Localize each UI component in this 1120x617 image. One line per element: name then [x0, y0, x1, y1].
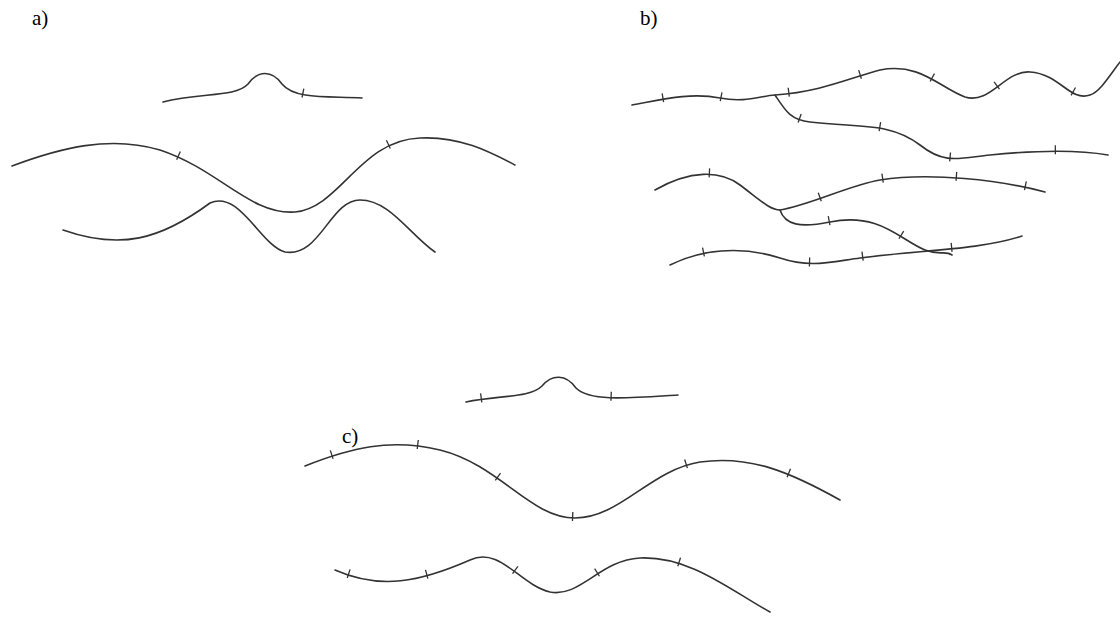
tick-mark [899, 231, 904, 239]
wavy-line [775, 95, 1108, 159]
tick-mark [788, 88, 789, 97]
tick-mark [818, 193, 821, 201]
tick-mark [426, 570, 428, 579]
tick-mark [1055, 145, 1056, 154]
tick-mark [386, 140, 390, 148]
panel-label: c) [342, 424, 358, 449]
wavy-line [305, 445, 840, 518]
wavy-line [632, 62, 1120, 105]
wavy-line [12, 138, 515, 212]
panel-label: a) [32, 6, 48, 31]
wavy-line [335, 557, 770, 612]
tick-mark [685, 459, 688, 468]
tick-mark [1071, 88, 1075, 96]
tick-mark [809, 257, 811, 266]
tick-mark [572, 512, 574, 521]
wavy-line [670, 236, 1022, 265]
tick-mark [678, 558, 681, 567]
tick-mark [330, 450, 333, 459]
wavy-line [163, 74, 362, 103]
tick-mark [994, 82, 999, 89]
tick-mark [513, 566, 518, 573]
tick-mark [828, 216, 830, 225]
tick-mark [862, 252, 863, 261]
wavy-line [780, 210, 952, 255]
tick-mark [495, 473, 500, 480]
tick-mark [787, 469, 790, 477]
tick-mark [798, 114, 801, 122]
tick-mark [882, 174, 883, 183]
tick-mark [955, 172, 957, 181]
tick-mark [950, 243, 952, 252]
tick-mark [703, 248, 705, 257]
tick-mark [859, 70, 862, 79]
tick-mark [481, 393, 482, 402]
tick-mark [417, 440, 418, 449]
tick-mark [1024, 181, 1026, 190]
wavy-line [655, 174, 1045, 210]
tick-mark [879, 122, 880, 131]
tick-mark [930, 74, 934, 82]
wavy-line [63, 200, 435, 252]
tick-mark [709, 168, 711, 177]
panel-label: b) [640, 6, 658, 31]
tick-mark [662, 93, 664, 102]
tick-mark [302, 89, 304, 98]
tick-mark [720, 92, 722, 101]
tick-mark [595, 569, 600, 577]
tick-mark [949, 152, 951, 161]
tick-mark [610, 392, 612, 401]
tick-mark [347, 569, 350, 578]
wavy-line [466, 377, 678, 402]
tick-mark [177, 152, 181, 160]
